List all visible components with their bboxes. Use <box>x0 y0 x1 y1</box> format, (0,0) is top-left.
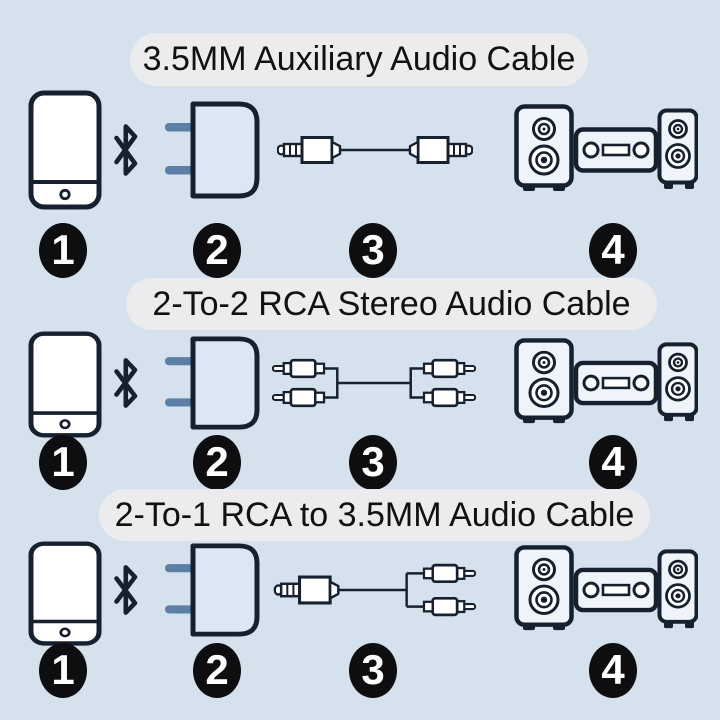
step-number: 4 <box>601 645 625 693</box>
rca-to-aux-cable-icon <box>272 561 476 619</box>
section-title: 2-To-2 RCA Stereo Audio Cable <box>152 284 631 323</box>
phone-icon <box>28 541 102 646</box>
step-badge: 3 <box>349 223 397 278</box>
step-number: 1 <box>51 645 75 693</box>
speaker-system-icon <box>514 545 698 635</box>
section-title-pill: 2-To-1 RCA to 3.5MM Audio Cable <box>99 489 650 541</box>
step-badge: 2 <box>193 643 241 698</box>
bluetooth-receiver-plug-icon <box>164 543 260 637</box>
step-number: 3 <box>361 645 385 693</box>
step-number: 4 <box>601 225 625 273</box>
step-number: 2 <box>205 225 229 273</box>
section-title-pill: 3.5MM Auxiliary Audio Cable <box>130 33 588 86</box>
step-badge: 1 <box>39 643 87 698</box>
step-number: 3 <box>361 437 385 485</box>
step-number: 1 <box>51 225 75 273</box>
step-badge: 3 <box>349 643 397 698</box>
step-number: 2 <box>205 437 229 485</box>
step-badge: 2 <box>193 223 241 278</box>
step-badge: 1 <box>39 223 87 278</box>
bluetooth-icon <box>112 563 140 617</box>
step-badge: 2 <box>193 435 241 490</box>
step-badge: 1 <box>39 435 87 490</box>
section-title-pill: 2-To-2 RCA Stereo Audio Cable <box>126 278 657 330</box>
step-badge: 4 <box>589 643 637 698</box>
step-badge: 4 <box>589 223 637 278</box>
step-number: 2 <box>205 645 229 693</box>
step-number: 4 <box>601 437 625 485</box>
step-badge: 4 <box>589 435 637 490</box>
section-title: 2-To-1 RCA to 3.5MM Audio Cable <box>114 495 635 534</box>
step-number: 1 <box>51 437 75 485</box>
section-title: 3.5MM Auxiliary Audio Cable <box>142 40 576 78</box>
step-badge: 3 <box>349 435 397 490</box>
step-number: 3 <box>361 225 385 273</box>
